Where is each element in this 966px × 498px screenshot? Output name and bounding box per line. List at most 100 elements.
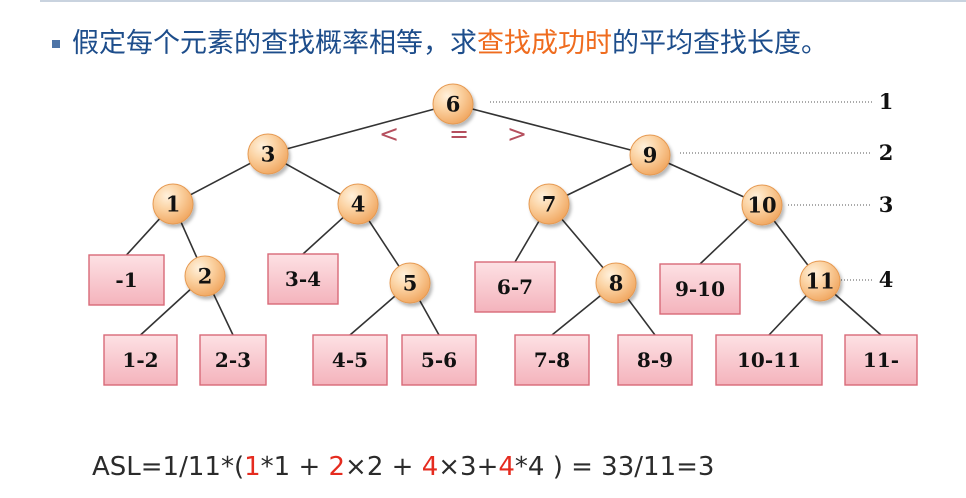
formula-count-highlight: 2: [328, 452, 346, 482]
top-rule: [40, 0, 966, 2]
leaf-rect: [514, 334, 590, 386]
edge-n4-l_34: [302, 216, 344, 255]
edge-n2-l_23: [212, 293, 234, 336]
leaf-label: 6-7: [497, 275, 533, 299]
node-circle: [741, 184, 783, 226]
edge-n3-n4: [285, 163, 341, 195]
leaf-label: 11-: [863, 348, 899, 372]
formula-count-highlight: 1: [244, 452, 261, 482]
formula-count-highlight: 4: [498, 452, 515, 482]
edge-n1-n2: [180, 221, 198, 259]
leaf-label: 4-5: [332, 348, 368, 372]
leaf-box-l_910: 9-10: [659, 263, 741, 315]
node-circle: [595, 262, 637, 304]
bullet-square-icon: [52, 40, 60, 48]
edges-layer: [125, 108, 882, 336]
greater-than-symbol: >: [507, 120, 527, 148]
leaf-rect: [103, 334, 178, 386]
node-circle: [432, 83, 474, 125]
node-label: 5: [403, 271, 418, 296]
leaf-label: -1: [115, 268, 137, 292]
leaf-box-l_1011: 10-11: [715, 334, 823, 386]
node-circle: [247, 133, 289, 175]
tree-node-6: 6: [432, 83, 474, 125]
edge-n6-n9: [472, 108, 631, 151]
comparison-symbols: < = >: [379, 120, 527, 148]
leaf-rect: [474, 261, 556, 313]
level-label-3: 3: [879, 192, 894, 217]
leaf-box-l_m1: -1: [88, 254, 165, 306]
node-label: 10: [747, 193, 776, 218]
leaf-label: 5-6: [421, 348, 457, 372]
node-circle: [799, 260, 841, 302]
leaf-rect: [401, 334, 477, 386]
edge-n5-l_45: [349, 295, 396, 336]
node-label: 11: [805, 269, 834, 294]
edge-n8-l_89: [627, 298, 656, 336]
less-than-symbol: <: [379, 120, 399, 148]
tree-node-5: 5: [389, 262, 431, 304]
node-circle: [528, 183, 570, 225]
leaf-box-l_12: 1-2: [103, 334, 178, 386]
title-text: 假定每个元素的查找概率相等，求查找成功时的平均查找长度。: [72, 26, 828, 62]
tree-node-10: 10: [741, 184, 783, 226]
leaf-rect: [267, 253, 339, 305]
tree-node-11: 11: [799, 260, 841, 302]
tree-node-9: 9: [629, 134, 671, 176]
leaf-label: 2-3: [215, 348, 251, 372]
node-label: 6: [446, 92, 461, 117]
node-label: 9: [643, 143, 658, 168]
tree-nodes: 6 3 9 1 4 7 10 2 5 8 11: [152, 83, 841, 304]
node-label: 3: [261, 142, 276, 167]
edge-n10-n11: [773, 220, 809, 266]
tree-node-3: 3: [247, 133, 289, 175]
node-label: 8: [609, 271, 624, 296]
leaf-box-l_89: 8-9: [617, 334, 693, 386]
edge-n9-n7: [566, 163, 633, 196]
formula-count-highlight: 4: [421, 452, 439, 482]
edge-n1-l_m1: [125, 218, 161, 256]
asl-formula: ASL=1/11*(1*1 + 2×2 + 4×3+4*4 ) = 33/11=…: [92, 449, 714, 485]
leaf-rect: [715, 334, 823, 386]
leaf-label: 7-8: [534, 348, 570, 372]
leaf-box-l_56: 5-6: [401, 334, 477, 386]
leaf-rect: [199, 334, 267, 386]
formula-text: ×2 +: [345, 452, 422, 482]
edge-n3-n1: [190, 162, 251, 196]
edge-n6-n3: [287, 108, 434, 150]
node-circle: [389, 262, 431, 304]
leaf-label: 9-10: [675, 277, 725, 301]
leaf-box-l_34: 3-4: [267, 253, 339, 305]
leaf-rect: [88, 254, 165, 306]
leaf-label: 10-11: [737, 348, 801, 372]
formula-text: ×3+: [438, 452, 499, 482]
title-text-after: 的平均查找长度。: [612, 28, 828, 59]
level-label-2: 2: [879, 140, 894, 165]
tree-node-1: 1: [152, 183, 194, 225]
formula-text: *1 +: [260, 452, 329, 482]
leaf-boxes: -1 1-2 2-3 3-4 4-5 5-6 6-7 7-8 8-9 9-10 10-11 11-: [88, 253, 918, 386]
node-label: 2: [198, 264, 213, 289]
leaf-box-l_23: 2-3: [199, 334, 267, 386]
leaf-label: 3-4: [285, 267, 321, 291]
tree-node-7: 7: [528, 183, 570, 225]
leaf-box-l_67: 6-7: [474, 261, 556, 313]
edge-n4-n5: [368, 220, 400, 267]
leaf-box-l_11p: 11-: [844, 334, 918, 386]
node-label: 4: [351, 192, 366, 217]
node-label: 7: [542, 192, 557, 217]
node-circle: [152, 183, 194, 225]
edge-n8-l_78: [551, 294, 601, 336]
node-circle: [184, 255, 226, 297]
title-text-before: 假定每个元素的查找概率相等，求: [72, 28, 477, 59]
formula-text: ASL=1/11*(: [92, 452, 245, 482]
level-label-1: 1: [879, 89, 894, 114]
leaf-label: 8-9: [637, 348, 673, 372]
node-circle: [629, 134, 671, 176]
equals-symbol: =: [449, 120, 469, 148]
tree-node-2: 2: [184, 255, 226, 297]
edge-n7-n8: [561, 218, 604, 269]
node-label: 1: [166, 192, 181, 217]
leaf-rect: [312, 334, 388, 386]
